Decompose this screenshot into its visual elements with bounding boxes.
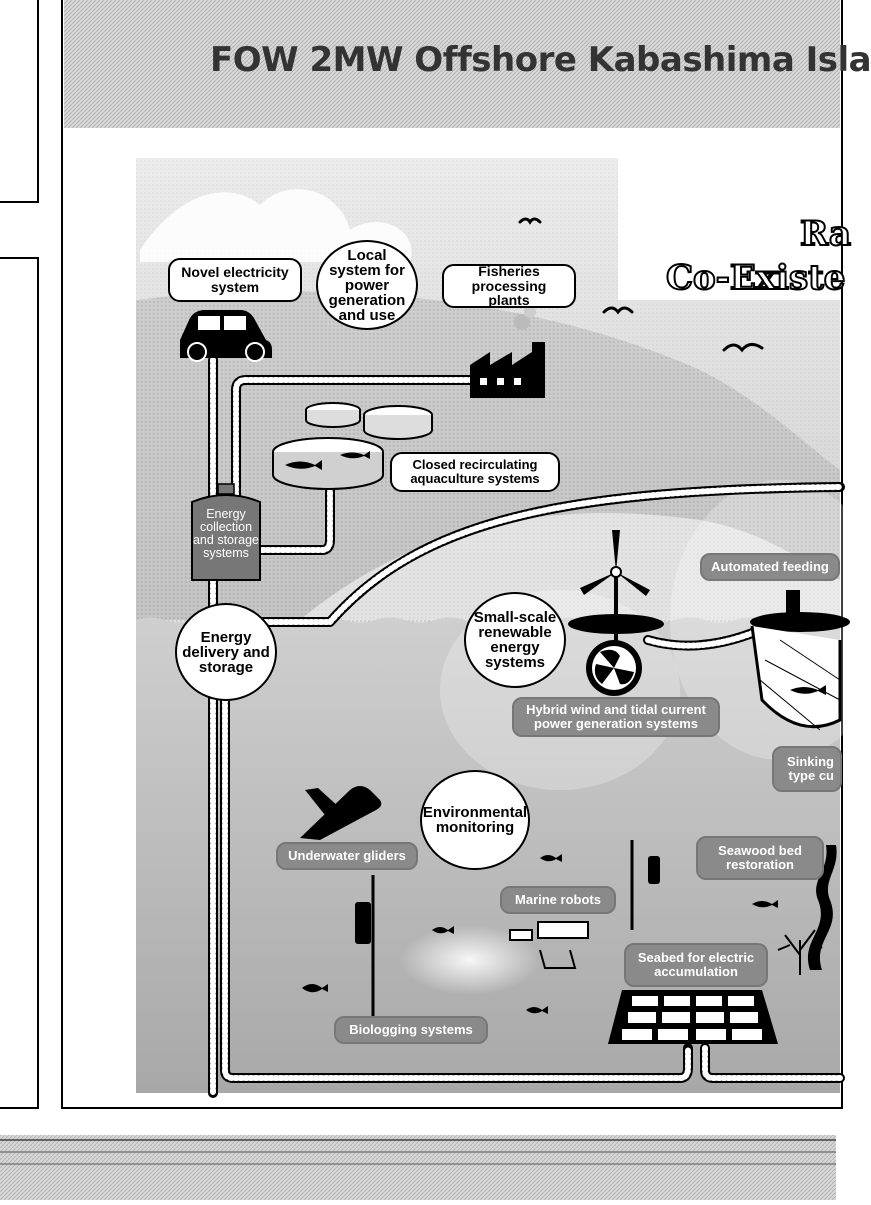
label-biologging: Biologging systems [334, 1016, 488, 1044]
bottom-strip [0, 1135, 836, 1200]
bird-icon [518, 217, 764, 353]
solar-panel-icon [608, 990, 778, 1044]
glider-icon [300, 786, 382, 840]
label-fisheries: Fisheries processing plants [442, 264, 576, 308]
label-environmental: Environmental monitoring [420, 770, 530, 870]
label-automated-feeding: Automated feeding [700, 553, 840, 581]
power-cables [208, 355, 845, 1098]
label-energy-collection: Energy collection and storage systems [192, 507, 260, 561]
fish-cage-icon [750, 590, 850, 731]
title-band [64, 0, 840, 128]
label-local-system: Local system for power generation and us… [316, 240, 418, 330]
factory-icon [470, 306, 545, 398]
wind-turbine-icon [568, 530, 664, 634]
robot-icon [509, 921, 589, 969]
tag-icon [355, 840, 660, 1020]
robot-light-beam [400, 925, 540, 995]
fish-icon [302, 854, 778, 1014]
coast-glow [300, 513, 840, 620]
page-title: FOW 2MW Offshore Kabashima Isla [210, 40, 871, 80]
sky-right [618, 158, 840, 300]
tidal-turbine-icon [586, 632, 642, 696]
headline-line2: Co-Existe [665, 257, 846, 299]
label-marine-robots: Marine robots [500, 886, 616, 914]
label-sinking: Sinking type cu [772, 746, 842, 792]
label-closed-recirc: Closed recirculating aquaculture systems [390, 452, 560, 492]
label-novel-electricity: Novel electricity system [168, 258, 302, 302]
label-sinking-line2: type cu [788, 768, 834, 783]
label-seabed: Seabed for electric accumulation [624, 943, 768, 987]
label-sinking-line1: Sinking [787, 754, 834, 770]
label-energy-delivery: Energy delivery and storage [175, 603, 277, 701]
label-hybrid: Hybrid wind and tidal current power gene… [512, 697, 720, 737]
seaweed-icon [807, 845, 837, 970]
car-icon [180, 310, 272, 362]
storage-tank-icon [191, 483, 261, 581]
coral-icon [777, 929, 823, 975]
left-panel-bottom [0, 257, 39, 1109]
left-panel-top [0, 0, 39, 203]
headline-line1: Ra [799, 213, 852, 255]
label-small-scale: Small-scale renewable energy systems [464, 592, 566, 688]
label-seawood: Seawood bed restoration [696, 836, 824, 880]
label-underwater-gliders: Underwater gliders [276, 842, 418, 870]
fish-tank-icon [272, 402, 433, 490]
